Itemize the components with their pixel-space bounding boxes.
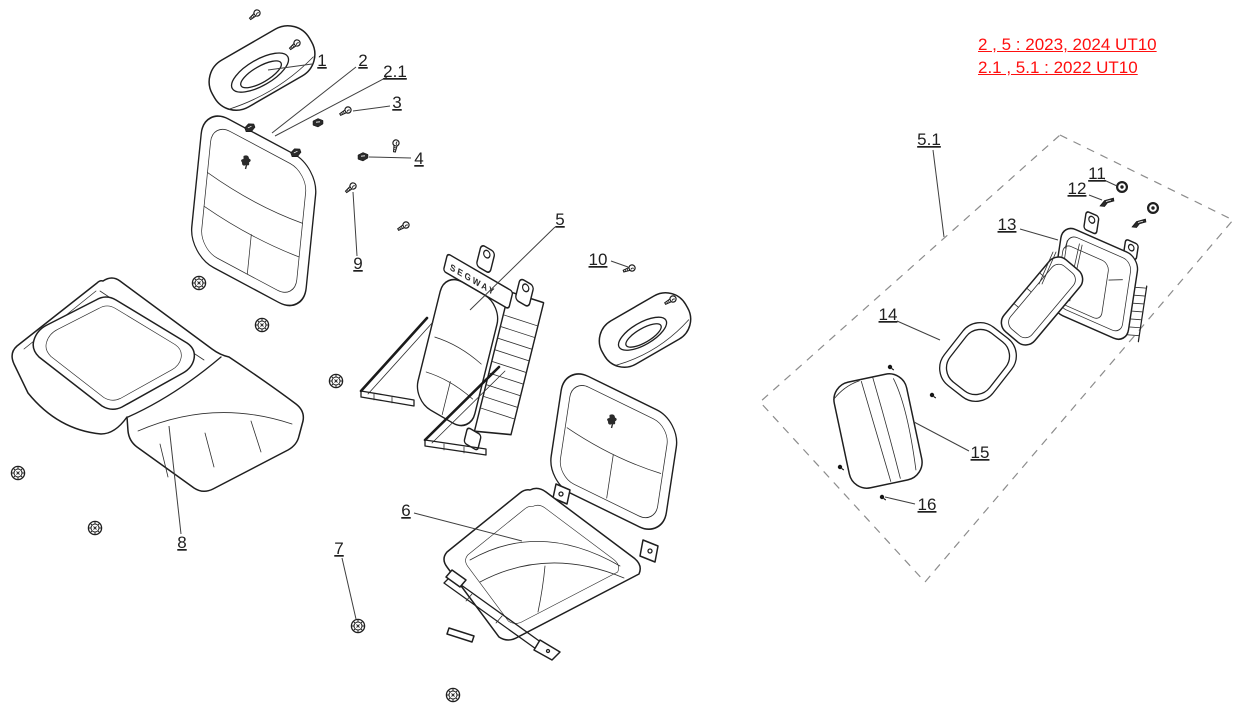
callout-label: 4 [414,149,423,168]
callout-8: 8 [168,425,187,552]
callout-9: 9 [352,191,363,273]
revision-note-2022: 2.1 , 5.1 : 2022 UT10 [978,58,1138,77]
callout-12: 12 [1068,179,1103,201]
callout-5-1: 5.1 [917,130,945,238]
callout-label: 2 [358,51,367,70]
callout-label: 14 [879,305,898,324]
callout-3: 3 [352,93,402,112]
callout-label: 12 [1068,179,1087,198]
callout-label: 6 [401,501,410,520]
callout-label: 15 [971,443,990,462]
frame-bracket-ear [476,245,495,273]
callout-label: 1 [317,51,326,70]
callout-label: 10 [589,250,608,269]
callout-label: 5 [555,210,564,229]
seat-rails-right [443,569,561,661]
washer-icon [350,618,366,634]
callout-1: 1 [267,51,327,71]
right-headrest [598,292,692,368]
callout-2-1: 2.1 [274,62,407,137]
callout-label: 11 [1088,164,1106,183]
callout-15: 15 [913,421,990,462]
right-backrest-hinges [552,483,659,563]
part-13-lid [1000,256,1084,346]
callout-13: 13 [998,215,1059,241]
callout-label: 13 [998,215,1017,234]
grommet-icon [1146,202,1160,214]
lid-prop-rod [1038,251,1057,285]
callout-label: 3 [392,93,401,112]
callout-label: 16 [918,495,937,514]
callout-label: 8 [177,533,186,552]
callout-16: 16 [884,495,937,514]
revision-note-2023-2024: 2 , 5 : 2023, 2024 UT10 [978,35,1157,54]
revision-notes: 2 , 5 : 2023, 2024 UT10 2.1 , 5.1 : 2022… [978,33,1157,79]
frame-bracket-ear [515,278,534,307]
callout-label: 9 [353,254,362,273]
callout-label: 2.1 [383,62,407,81]
callout-5: 5 [469,210,565,311]
part-14-gasket [939,321,1017,403]
callout-11: 11 [1088,164,1118,187]
part-5-seatback-frame: SEGWAY [359,245,545,456]
washer-icon [445,687,461,703]
washer-icon [191,275,207,291]
callout-6: 6 [401,501,523,542]
callout-2: 2 [271,51,368,134]
part-15-back-panel [833,373,923,489]
part-8-seat-base-left [11,277,305,492]
frame-mount-rails [359,316,506,456]
callout-label: 7 [334,539,343,558]
callout-label: 5.1 [917,130,941,149]
callout-10: 10 [589,250,629,269]
washer-icon [87,520,103,536]
washer-icon [254,317,270,333]
callout-7: 7 [334,539,357,620]
washer-icon [328,373,344,389]
washer-icon [10,465,26,481]
callouts: 1 2 2.1 3 4 5 [168,51,1118,620]
callout-4: 4 [368,149,424,168]
grommet-icon [1115,181,1129,193]
callout-14: 14 [879,305,941,341]
part-2-backrest-left [190,115,317,307]
right-backrest [550,373,678,530]
